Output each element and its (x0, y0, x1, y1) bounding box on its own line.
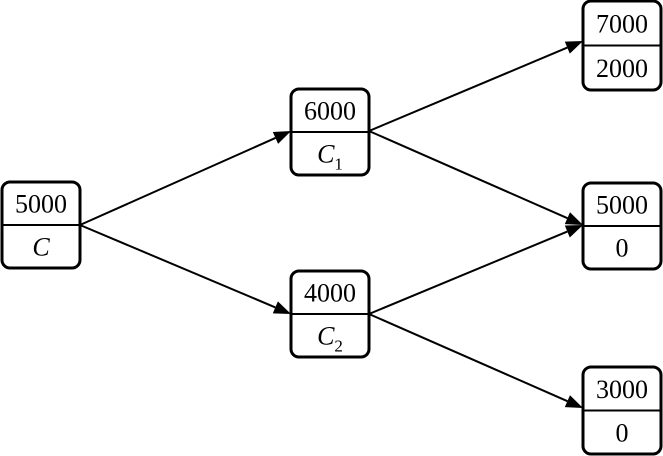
node-dd: 3000 0 (581, 365, 663, 456)
edge-root-up (79, 131, 291, 226)
edge-up-uu (368, 41, 583, 132)
arrowhead-icon (564, 41, 583, 54)
edge-line (368, 46, 568, 132)
edge-down-dd (368, 313, 583, 408)
edge-line (368, 313, 568, 403)
node-value: 3000 (596, 375, 648, 404)
node-label-subscript: 1 (334, 155, 343, 174)
edges-layer (79, 41, 583, 408)
node-label: C (32, 233, 50, 262)
arrowhead-icon (564, 395, 583, 408)
node-value: 4000 (304, 279, 356, 308)
arrowhead-icon (272, 301, 291, 314)
node-label: 0 (616, 418, 629, 447)
edge-line (79, 137, 276, 226)
node-value: 5000 (596, 191, 648, 220)
edge-up-ud (368, 130, 583, 225)
edge-line (79, 224, 276, 309)
node-label: 0 (616, 234, 629, 263)
arrowhead-icon (272, 131, 291, 144)
arrowhead-icon (564, 212, 583, 225)
edge-line (368, 130, 568, 220)
node-value: 6000 (304, 97, 356, 126)
edge-root-down (79, 224, 291, 314)
node-uu: 7000 2000 (581, 0, 663, 92)
node-ud: 5000 0 (581, 181, 663, 271)
node-label-subscript: 2 (334, 337, 343, 356)
edge-line (368, 230, 568, 315)
arrowhead-icon (564, 225, 583, 238)
node-value: 5000 (15, 190, 67, 219)
edge-down-ud (368, 225, 583, 315)
node-value: 7000 (596, 9, 648, 38)
node-label: 2000 (596, 54, 648, 83)
